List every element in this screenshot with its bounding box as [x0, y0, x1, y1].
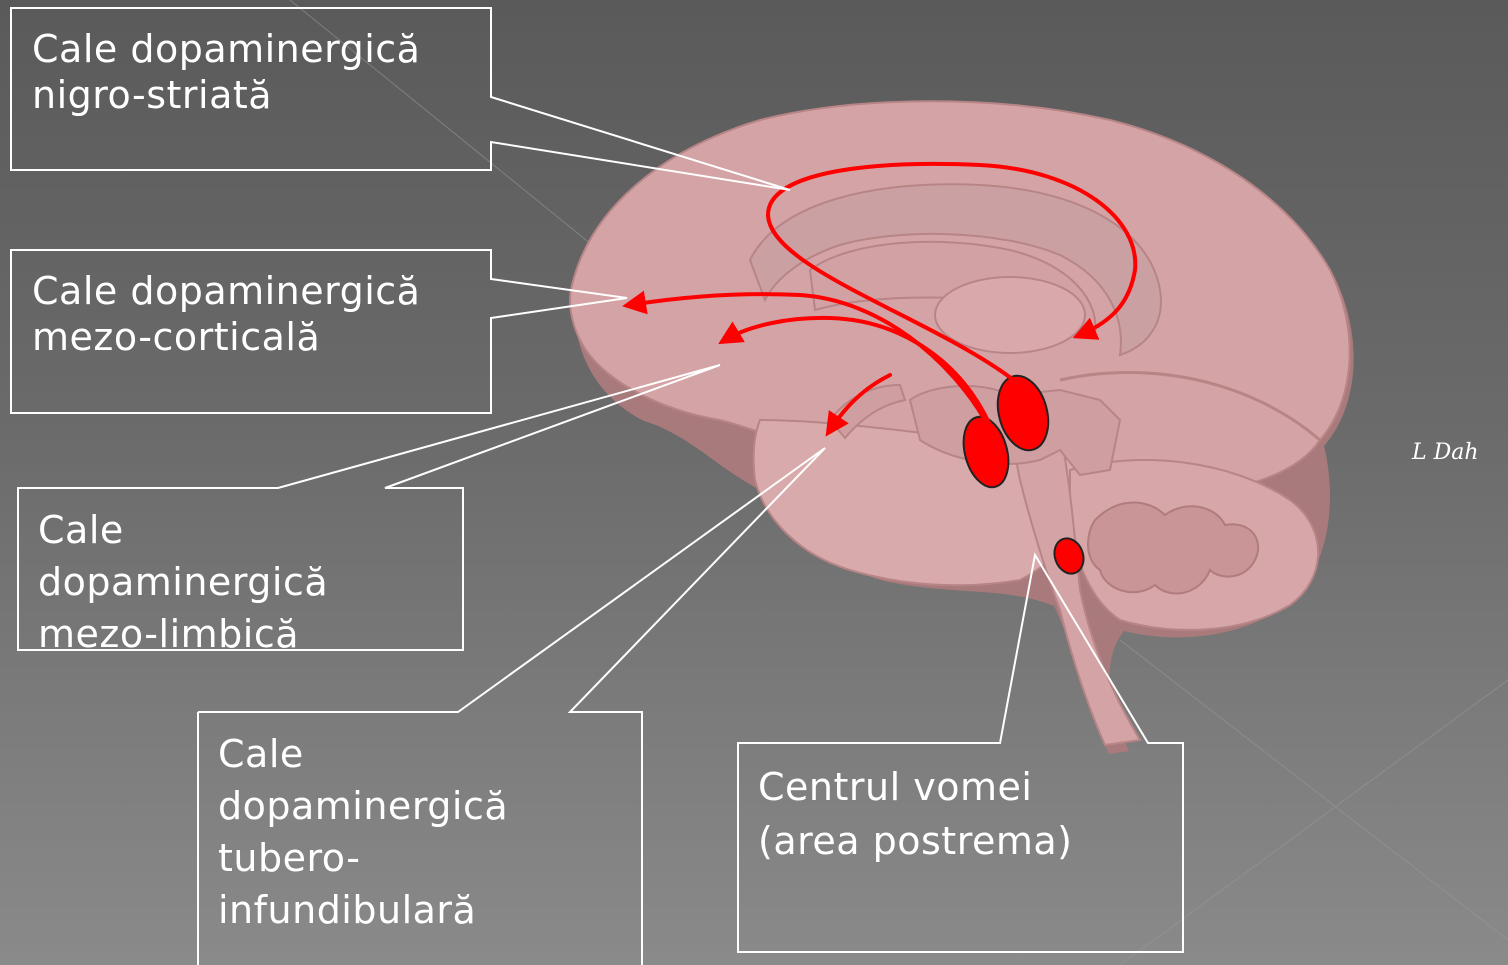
label-centrul-vomei: Centrul vomei (area postrema) [758, 760, 1073, 868]
label-mezo-corticala: Cale dopaminergică mezo-corticală [32, 268, 420, 360]
label-tubero-infundibulara: Cale dopaminergică tubero- infundibulară [218, 728, 508, 936]
author-signature: L Dah [1412, 440, 1479, 465]
label-nigro-striata: Cale dopaminergică nigro-striată [32, 26, 420, 118]
label-mezo-limbica: Cale dopaminergică mezo-limbică [38, 504, 328, 660]
brain-sagittal-section [570, 101, 1354, 754]
